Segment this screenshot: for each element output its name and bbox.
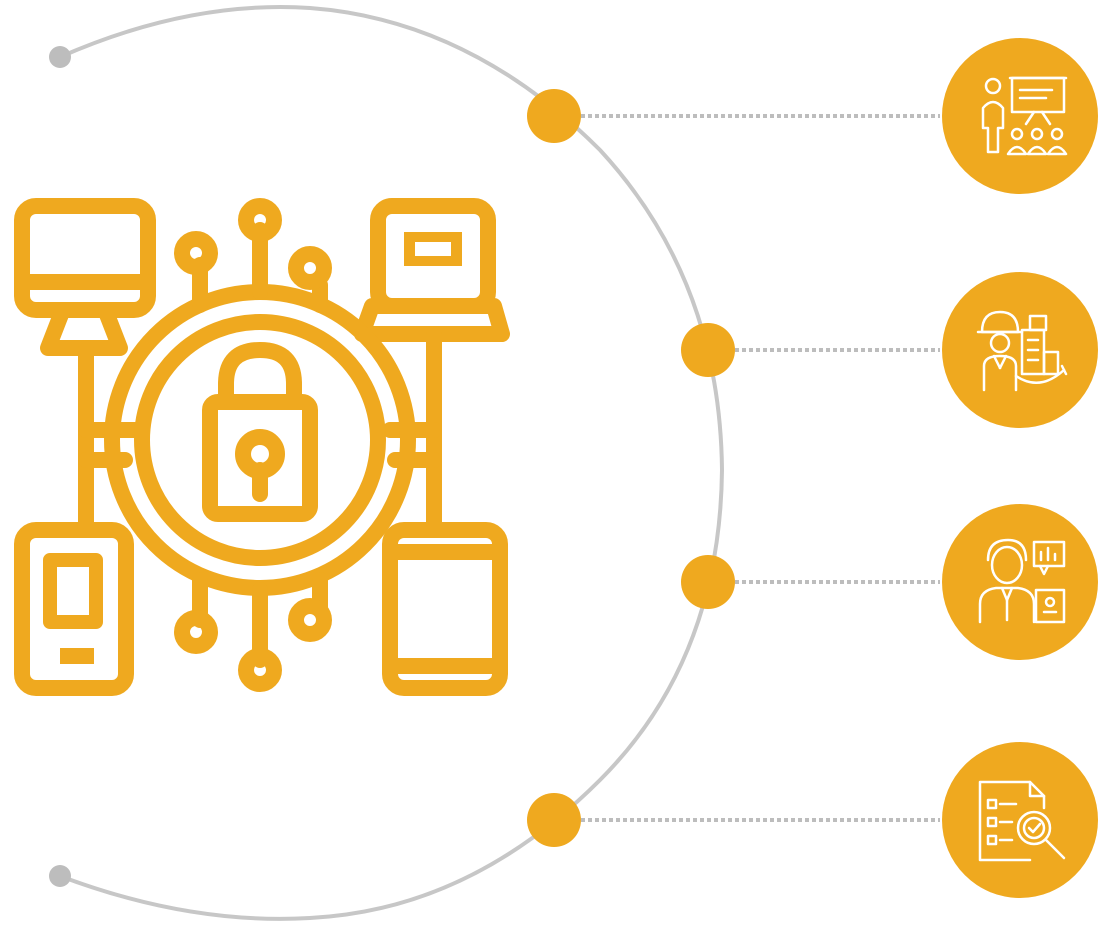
- presentation-training-icon: [981, 76, 1068, 156]
- engineer-construction-icon: [976, 310, 1068, 392]
- document-audit-search-icon: [978, 780, 1066, 862]
- item-badge-3[interactable]: [942, 504, 1098, 660]
- cybersecurity-network-lock-icon: [14, 198, 510, 696]
- connector-lines: [574, 114, 940, 822]
- arc-node-3: [681, 555, 735, 609]
- smartphone-icon: [14, 522, 134, 696]
- item-badge-2[interactable]: [942, 272, 1098, 428]
- item-badge-4[interactable]: [942, 742, 1098, 898]
- arc-node-1: [527, 89, 581, 143]
- laptop-icon: [354, 198, 510, 342]
- tablet-icon: [382, 522, 508, 696]
- arc-nodes: [527, 89, 735, 847]
- timeline-arc: [59, 5, 725, 921]
- arc-endpoint-top: [49, 46, 71, 68]
- desktop-monitor-icon: [14, 198, 156, 356]
- item-badge-1[interactable]: [942, 38, 1098, 194]
- arc-node-4: [527, 793, 581, 847]
- consultant-analytics-icon: [978, 538, 1066, 624]
- arc-endpoint-bottom: [49, 865, 71, 887]
- padlock-icon: [202, 342, 318, 522]
- arc-node-2: [681, 323, 735, 377]
